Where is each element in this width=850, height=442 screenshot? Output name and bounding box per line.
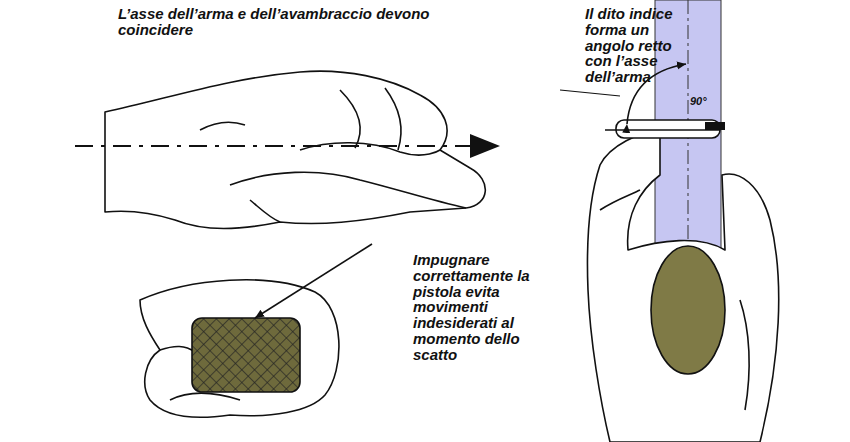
- note-label: Impugnare correttamente la pistola evita…: [413, 252, 543, 362]
- axis-line: [75, 145, 470, 147]
- grip-oval: [651, 246, 725, 374]
- finger-line: [605, 129, 720, 131]
- leader-arrow: [255, 244, 372, 318]
- index-finger: [616, 120, 720, 138]
- grip-section: [192, 318, 300, 392]
- note-label: Il dito indice forma un angolo retto con…: [585, 6, 697, 85]
- side-hand: [105, 71, 485, 228]
- trigger: [705, 122, 725, 130]
- axis-arrowhead: [470, 134, 500, 158]
- note-label: 90°: [690, 96, 730, 108]
- leader-line: [560, 90, 620, 96]
- back-hand: [588, 130, 779, 442]
- front-hand: [140, 280, 339, 418]
- note-label: L’asse dell’arma e dell’avambraccio devo…: [118, 6, 448, 38]
